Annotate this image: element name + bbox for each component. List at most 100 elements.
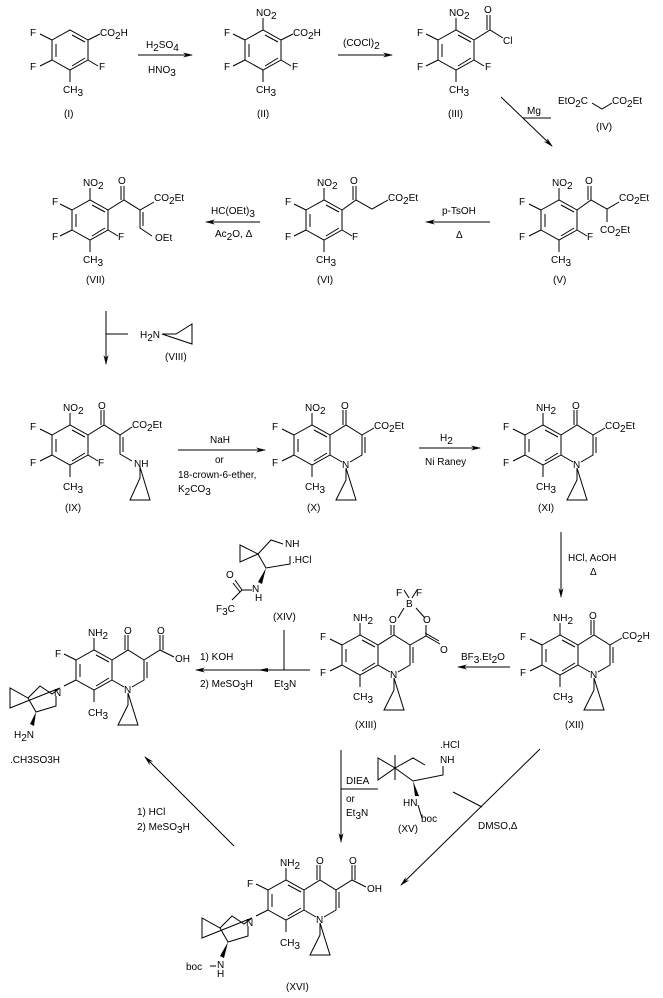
atom-O: O <box>585 176 593 187</box>
atom-O: O <box>124 626 132 637</box>
group-CH3: CH3 <box>553 692 573 706</box>
reaction-arrow-XII-XIII: BF3.Et2O <box>457 652 510 670</box>
reagent-H2: H2 <box>440 433 453 447</box>
group-NH2: NH2 <box>353 613 373 627</box>
group-boc: boc <box>421 814 437 825</box>
compound-V: NO2 O CO2Et CO2Et F F F CH3 (V) <box>519 176 649 286</box>
reagent-triethyl-orthoformate: HC(OEt)3 <box>211 206 255 220</box>
atom-F: F <box>30 422 36 433</box>
condition-heat: Δ <box>590 567 597 578</box>
atom-O: O <box>484 5 492 16</box>
atom-O: O <box>389 615 397 626</box>
reagent-p-TsOH: p-TsOH <box>442 206 476 217</box>
group-CO2H: CO2H <box>622 631 650 645</box>
atom-F: F <box>485 62 491 73</box>
atom-F: F <box>352 232 358 243</box>
group-CO2H: CO2H <box>293 28 321 42</box>
atom-F: F <box>503 458 509 469</box>
salt-methanesulfonate: .CH3SO3H <box>10 755 60 766</box>
compound-XI: NH2 O CO2Et N F F CH3 (XI) <box>503 401 635 514</box>
atom-O: O <box>118 176 126 187</box>
reagent-H2SO4: H2SO4 <box>146 40 179 54</box>
atom-F: F <box>519 197 525 208</box>
atom-O: O <box>572 401 580 412</box>
group-F3C: F3C <box>216 604 235 618</box>
group-HN: HN <box>403 798 417 809</box>
atom-N: N <box>54 688 61 699</box>
atom-N: N <box>217 960 224 971</box>
condition-DMSO-heat: DMSO,Δ <box>478 821 518 832</box>
group-OH: OH <box>175 654 190 665</box>
atom-F: F <box>52 232 58 243</box>
reagent-Ni-Raney: Ni Raney <box>425 457 466 468</box>
compound-III: NO2 O Cl F F F CH3 (III) <box>417 5 512 120</box>
atom-O: O <box>423 615 431 626</box>
reagent-HCl-AcOH: HCl, AcOH <box>568 553 616 564</box>
group-CH3: CH3 <box>353 692 373 706</box>
atom-N: N <box>246 918 253 929</box>
group-NO2: NO2 <box>256 8 277 22</box>
compound-VII: NO2 O CO2Et OEt F F F CH3 (VII) <box>52 176 184 286</box>
compound-VIII: H2N (VIII) <box>140 323 193 363</box>
group-CH3: CH3 <box>551 255 571 269</box>
group-NO2: NO2 <box>552 178 573 192</box>
group-CO2Et: CO2Et <box>132 420 162 434</box>
reagent-K2CO3: K2CO3 <box>178 484 211 498</box>
reagent-Et3N: Et3N <box>346 808 368 822</box>
atom-F: F <box>30 62 36 73</box>
atom-N: N <box>124 685 131 696</box>
group-CO2Et: CO2Et <box>600 225 630 239</box>
compound-label: (III) <box>448 109 463 120</box>
atom-N: N <box>590 670 597 681</box>
atom-H: H <box>217 969 224 980</box>
atom-N: N <box>342 460 349 471</box>
compound-label: (VI) <box>317 275 333 286</box>
reagent-18-crown-6: 18-crown-6-ether, <box>178 470 256 481</box>
reagent-or: or <box>346 794 356 805</box>
compound-label: (X) <box>307 503 320 514</box>
atom-N: N <box>316 915 323 926</box>
atom-F: F <box>320 632 326 643</box>
group-CH3: CH3 <box>536 482 556 496</box>
compound-label: (VIII) <box>165 352 187 363</box>
atom-H: H <box>255 593 262 604</box>
group-CH3: CH3 <box>280 938 300 952</box>
reaction-arrow-XVI-final: 1) HCl 2) MeSO3H <box>137 756 235 847</box>
atom-F: F <box>99 62 105 73</box>
group-NH2: NH2 <box>280 858 300 872</box>
atom-O: O <box>98 401 106 412</box>
reaction-arrow-XIII-final: 1) KOH 2) MeSO3H Et3N <box>195 630 310 693</box>
atom-N: N <box>573 460 580 471</box>
reagent-HNO3: HNO3 <box>148 65 176 79</box>
group-NH: NH <box>440 755 454 766</box>
salt-HCl: .HCl <box>292 555 311 566</box>
reagent-or: or <box>215 455 225 466</box>
compound-label: (XV) <box>398 824 418 835</box>
group-CH3: CH3 <box>449 85 469 99</box>
atom-F: F <box>247 879 253 890</box>
reagent-Et3N: Et3N <box>274 679 296 693</box>
reagent-KOH: 1) KOH <box>200 652 233 663</box>
salt-HCl: .HCl <box>440 740 459 751</box>
compound-XIII: NH2 O O O B F F N F F CH3 (XIII) <box>320 588 448 731</box>
atom-F: F <box>30 28 36 39</box>
compound-X: NO2 O CO2Et N F F CH3 (X) <box>272 401 404 514</box>
group-CH3: CH3 <box>88 708 108 722</box>
reagent-oxalyl-chloride: (COCl)2 <box>343 38 380 52</box>
atom-O: O <box>157 626 165 637</box>
reagent-MeSO3H: 2) MeSO3H <box>200 679 253 693</box>
group-CO2H: CO2H <box>100 28 128 42</box>
compound-label: (XI) <box>538 503 554 514</box>
atom-O: O <box>349 856 357 867</box>
compound-label: (XIII) <box>355 720 377 731</box>
reaction-arrow-IX-X: NaH or 18-crown-6-ether, K2CO3 <box>178 435 266 498</box>
group-CH3: CH3 <box>316 255 336 269</box>
group-H2N: H2N <box>14 730 34 744</box>
group-CO2Et: CO2Et <box>605 421 635 435</box>
atom-F: F <box>118 232 124 243</box>
atom-F: F <box>417 28 423 39</box>
atom-F: F <box>503 422 509 433</box>
compound-XII: NH2 O CO2H N F F CH3 (XII) <box>520 611 650 731</box>
group-CO2Et: CO2Et <box>374 421 404 435</box>
